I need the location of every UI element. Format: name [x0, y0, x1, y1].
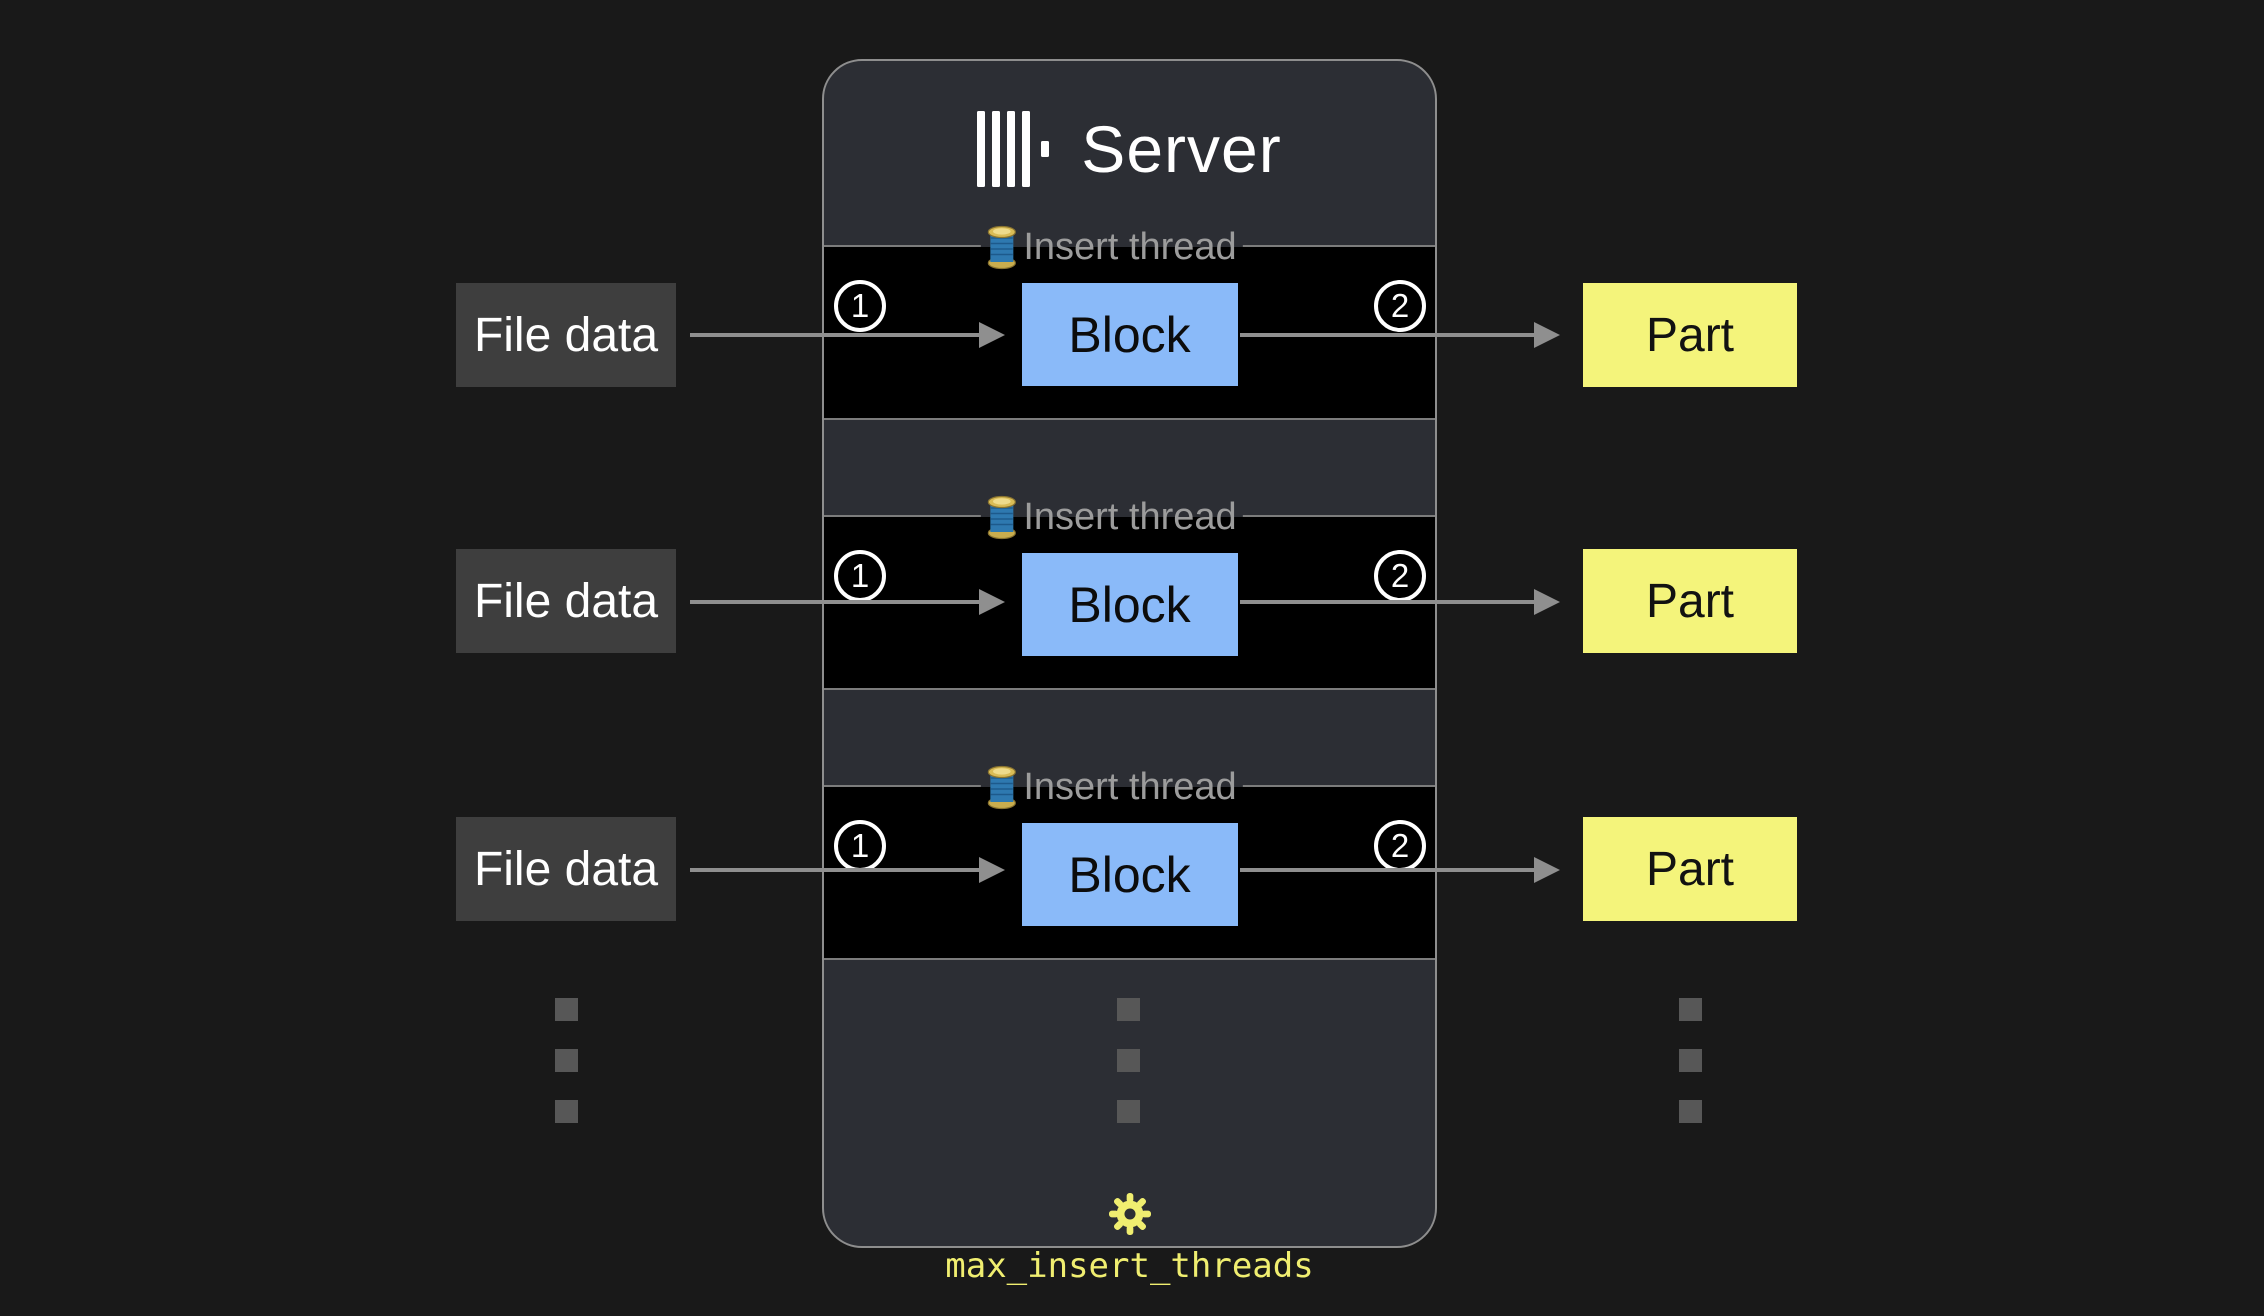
- ellipsis-dot: [1679, 998, 1702, 1021]
- file-data-box: File data: [456, 549, 676, 653]
- thread-spool-icon: [987, 225, 1016, 270]
- block-box: Block: [1021, 553, 1238, 656]
- insert-thread-section: Insert thread 1 Block 2: [824, 765, 1435, 960]
- block-label: Block: [1068, 846, 1191, 903]
- insert-thread-legend-label: Insert thread: [1023, 495, 1237, 538]
- part-box: Part: [1583, 817, 1797, 921]
- step-badge-2: 2: [1374, 280, 1426, 332]
- server-title: Server: [824, 103, 1435, 195]
- ellipsis-dot: [1117, 1100, 1140, 1123]
- step-badge-1: 1: [834, 820, 886, 872]
- clickhouse-logo-icon: [977, 111, 1050, 187]
- server-title-label: Server: [1081, 112, 1282, 186]
- part-label: Part: [1645, 574, 1735, 628]
- block-box: Block: [1021, 283, 1238, 386]
- block-label: Block: [1068, 306, 1191, 363]
- step-badge-2: 2: [1374, 550, 1426, 602]
- part-box: Part: [1583, 549, 1797, 653]
- ellipsis-dot: [555, 998, 578, 1021]
- part-box: Part: [1583, 283, 1797, 387]
- insert-thread-section: Insert thread 1 Block 2: [824, 495, 1435, 690]
- thread-spool-icon: [987, 495, 1016, 540]
- block-box: Block: [1021, 823, 1238, 926]
- insert-thread-legend: Insert thread: [980, 765, 1243, 810]
- ellipsis-dot: [1117, 998, 1140, 1021]
- file-data-label: File data: [473, 842, 659, 896]
- step-badge-1: 1: [834, 280, 886, 332]
- max-insert-threads-setting: max_insert_threads: [945, 1246, 1314, 1286]
- step-badge-1: 1: [834, 550, 886, 602]
- part-label: Part: [1645, 842, 1735, 896]
- insert-thread-section: Insert thread 1 Block 2: [824, 225, 1435, 420]
- ellipsis-dot: [1679, 1049, 1702, 1072]
- file-data-label: File data: [473, 308, 659, 362]
- file-data-label: File data: [473, 574, 659, 628]
- setting-icon-row: [822, 1193, 1437, 1235]
- file-data-box: File data: [456, 817, 676, 921]
- ellipsis-dot: [555, 1100, 578, 1123]
- ellipsis-dot: [1679, 1100, 1702, 1123]
- ellipsis-dot: [555, 1049, 578, 1072]
- part-label: Part: [1645, 308, 1735, 362]
- insert-thread-legend: Insert thread: [980, 225, 1243, 270]
- step-badge-2: 2: [1374, 820, 1426, 872]
- thread-spool-icon: [987, 765, 1016, 810]
- insert-thread-legend-label: Insert thread: [1023, 225, 1237, 268]
- insert-thread-legend: Insert thread: [980, 495, 1243, 540]
- block-label: Block: [1068, 576, 1191, 633]
- insert-thread-legend-label: Insert thread: [1023, 765, 1237, 808]
- file-data-box: File data: [456, 283, 676, 387]
- ellipsis-dot: [1117, 1049, 1140, 1072]
- gear-icon: [1108, 1193, 1151, 1235]
